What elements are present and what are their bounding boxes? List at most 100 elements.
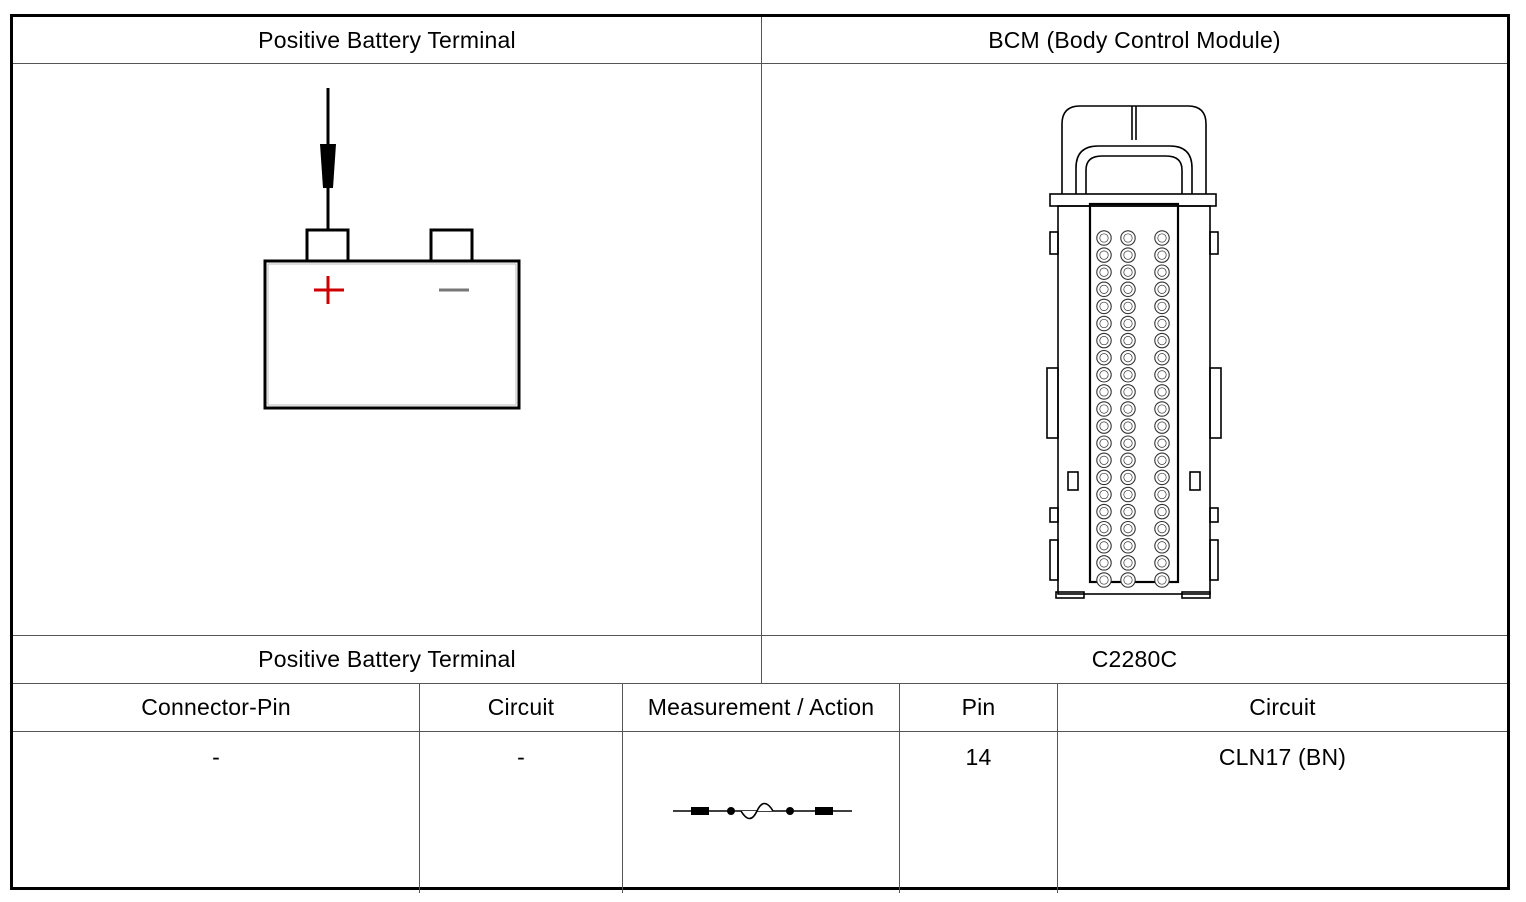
divider	[622, 683, 623, 893]
connector-pin-icon	[1123, 387, 1133, 397]
connector-pin-icon	[1123, 250, 1133, 260]
connector-pin-icon	[1099, 575, 1109, 585]
bcm-connector-diagram	[1046, 105, 1222, 599]
connector-pin-icon	[1099, 438, 1109, 448]
connector-pin-icon	[1099, 472, 1109, 482]
probe-tip-icon	[320, 144, 336, 188]
side-tab	[1049, 507, 1059, 523]
connector-pin-icon	[1157, 489, 1167, 500]
connector-pin-icon	[1157, 507, 1167, 517]
connector-pin-icon	[1157, 524, 1167, 534]
connector-pin-icon	[1123, 404, 1133, 414]
connector-pin-icon	[1123, 370, 1133, 380]
divider	[13, 683, 1507, 684]
latch-outer	[1061, 105, 1207, 194]
divider	[13, 731, 1507, 732]
battery-diagram	[263, 88, 521, 410]
connector-pin-icon	[1157, 387, 1167, 397]
pin-array	[1096, 230, 1170, 588]
connector-pin-icon	[1099, 284, 1109, 294]
connector-pin-icon	[1099, 507, 1109, 517]
connector-pin-icon	[1157, 472, 1167, 482]
connector-pin-icon	[1157, 404, 1167, 414]
connector-pin-icon	[1123, 541, 1133, 551]
connector-pin-icon	[1099, 524, 1109, 534]
connector-pin-icon	[1123, 558, 1133, 568]
connector-pin-icon	[1099, 421, 1109, 431]
connector-pin-icon	[1099, 233, 1109, 243]
connector-pin-icon	[1157, 455, 1167, 465]
connector-pin-icon	[1123, 489, 1133, 500]
connector-body	[1057, 205, 1211, 595]
side-tab	[1189, 471, 1201, 491]
side-tab	[1049, 539, 1059, 581]
connector-pin-icon	[1099, 370, 1109, 380]
connector-pin-icon	[1123, 421, 1133, 431]
battery-inner-edge	[267, 263, 517, 406]
negative-terminal	[429, 228, 474, 263]
connector-pin-icon	[1123, 472, 1133, 482]
side-tab	[1209, 507, 1219, 523]
connector-pin-icon	[1099, 404, 1109, 414]
connector-pin-icon	[1123, 353, 1133, 363]
connector-pin-icon	[1157, 318, 1167, 329]
col-header-circuit: Circuit	[487, 694, 555, 720]
connector-pin-icon	[1099, 455, 1109, 465]
connector-pin-icon	[1099, 336, 1109, 346]
connector-pin-icon	[1123, 233, 1133, 243]
connector-pin-icon	[1157, 421, 1167, 431]
bcm-connector-label: C2280C	[1091, 646, 1178, 672]
connector-pin-icon	[1157, 250, 1167, 260]
connector-pin-icon	[1123, 267, 1133, 277]
connector-pin-icon	[1099, 541, 1109, 551]
positive-terminal	[305, 228, 350, 263]
side-tab	[1209, 367, 1222, 439]
connector-pin-icon	[1157, 353, 1167, 363]
connector-pin-icon	[1123, 318, 1133, 329]
connector-pin-icon	[1157, 267, 1167, 277]
divider	[899, 683, 900, 893]
latch-inner	[1085, 155, 1183, 194]
divider	[13, 63, 1507, 64]
battery-header: Positive Battery Terminal	[258, 26, 516, 53]
connector-pin-icon	[1123, 438, 1133, 448]
connector-pin-icon	[1157, 336, 1167, 346]
cell-connector-pin: -	[212, 744, 220, 770]
connector-pin-icon	[1123, 524, 1133, 534]
side-tab	[1067, 471, 1079, 491]
connector-pin-icon	[1123, 336, 1133, 346]
cell-circuit: -	[517, 744, 525, 770]
connector-pin-icon	[1123, 455, 1133, 465]
connector-pin-icon	[1123, 507, 1133, 517]
connector-pin-icon	[1123, 284, 1133, 294]
divider	[13, 635, 1507, 636]
side-tab	[1046, 367, 1059, 439]
connector-foot	[1055, 591, 1085, 599]
connector-pin-icon	[1157, 370, 1167, 380]
col-header-measurement: Measurement / Action	[647, 694, 875, 720]
connector-pin-icon	[1099, 301, 1109, 311]
col-header-connector-pin: Connector-Pin	[141, 694, 291, 720]
connector-pin-icon	[1099, 318, 1109, 329]
connector-pin-icon	[1157, 233, 1167, 243]
col-header-pin: Pin	[961, 694, 996, 720]
connector-pin-icon	[1157, 558, 1167, 568]
battery-connector-label: Positive Battery Terminal	[258, 646, 516, 672]
battery-body	[263, 259, 521, 410]
side-tab	[1209, 231, 1219, 255]
connector-pin-icon	[1157, 301, 1167, 311]
cell-circuit-right: CLN17 (BN)	[1218, 744, 1347, 770]
side-tab	[1049, 231, 1059, 255]
connector-pin-icon	[1099, 489, 1109, 500]
connector-pin-icon	[1157, 284, 1167, 294]
connector-pin-icon	[1157, 575, 1167, 585]
side-tab	[1209, 539, 1219, 581]
connector-pin-icon	[1099, 558, 1109, 568]
continuity-check-icon	[673, 802, 852, 820]
connector-pin-icon	[1099, 387, 1109, 397]
connector-foot	[1181, 591, 1211, 599]
connector-pin-icon	[1123, 575, 1133, 585]
connector-pin-icon	[1157, 541, 1167, 551]
connector-pin-icon	[1157, 438, 1167, 448]
wiring-test-table: Positive Battery Terminal BCM (Body Cont…	[10, 14, 1510, 893]
